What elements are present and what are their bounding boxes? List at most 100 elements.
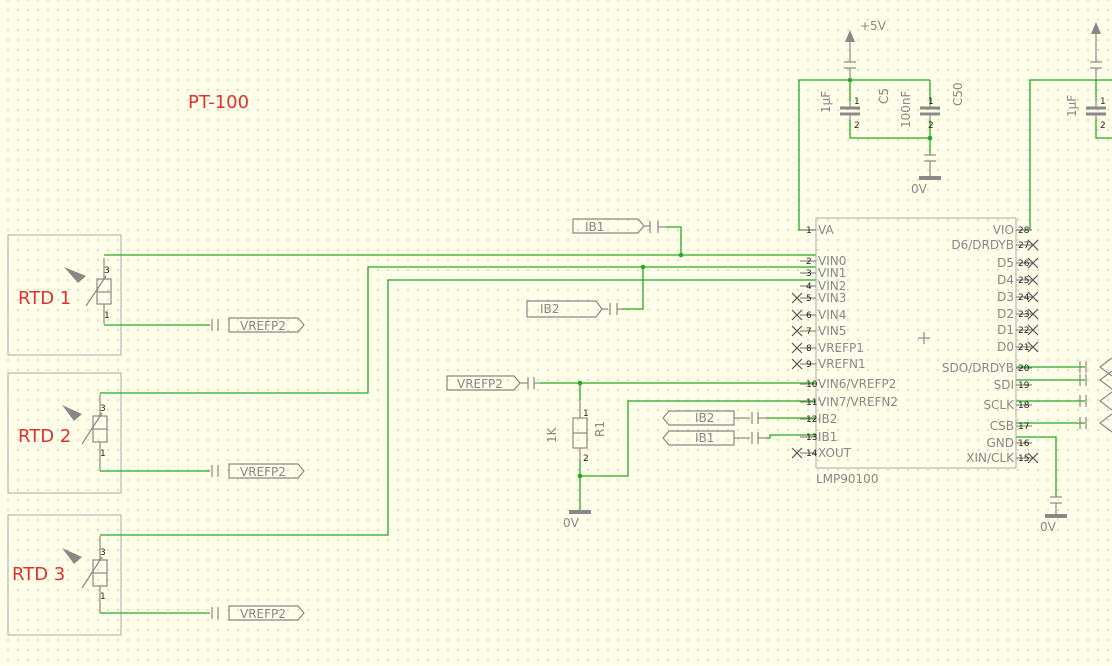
rtd-3[interactable]: RTD 3 3 1 — [7, 514, 122, 636]
ic-pin-name: VIN6/VREFP2 — [818, 377, 896, 391]
schematic-title: PT-100 — [188, 92, 249, 113]
ic-pin-name: VIN2 — [818, 279, 846, 293]
svg-text:2: 2 — [854, 121, 860, 131]
capacitor-c50[interactable]: 1 2 100nF C50 — [899, 82, 965, 131]
svg-text:0V: 0V — [911, 182, 928, 196]
ic-pin-right[interactable]: 16 GND — [986, 436, 1032, 450]
ic-pin-name: GND — [986, 436, 1014, 450]
svg-text:2: 2 — [583, 454, 589, 464]
rtd-2-label: RTD 2 — [18, 426, 71, 447]
no-connect-mark — [791, 309, 803, 321]
capacitor-c5[interactable]: 1 2 1µF C5 — [819, 88, 891, 131]
ib2-port-right[interactable]: IB2 — [662, 410, 766, 426]
svg-text:VREFP2: VREFP2 — [240, 607, 286, 621]
ic-pin-name: VIO — [993, 223, 1014, 237]
svg-text:C50: C50 — [951, 82, 965, 106]
ic-pin-number: 18 — [1018, 401, 1030, 411]
ic-pin-number: 28 — [1018, 226, 1030, 236]
svg-text:C5: C5 — [877, 88, 891, 104]
svg-text:1: 1 — [583, 409, 589, 419]
ib2-port-left[interactable]: IB2 — [526, 300, 622, 318]
svg-text:1: 1 — [100, 592, 106, 602]
no-connect-mark — [1027, 274, 1039, 286]
ground-resistor: 0V — [563, 510, 591, 530]
svg-text:1: 1 — [100, 449, 106, 459]
ic-pin-left[interactable]: 5 VIN3 — [791, 291, 846, 305]
svg-text:0V: 0V — [1040, 520, 1057, 534]
ic-pin-number: 6 — [806, 311, 812, 321]
capacitor-right[interactable]: 1 2 1µF — [1065, 95, 1106, 131]
ic-pin-name: VIN3 — [818, 291, 846, 305]
svg-text:3: 3 — [100, 548, 106, 558]
ic-pin-name: VA — [818, 223, 834, 237]
no-connect-mark — [1027, 324, 1039, 336]
vrefp2-port-main[interactable]: VREFP2 — [446, 375, 540, 391]
right-signal-connectors — [1079, 357, 1112, 433]
svg-text:0V: 0V — [563, 516, 580, 530]
no-connect-mark — [1027, 239, 1039, 251]
rtd-2[interactable]: RTD 2 3 1 — [7, 372, 122, 494]
rtd-1-label: RTD 1 — [18, 288, 71, 309]
ic-pin-number: 5 — [806, 294, 812, 304]
ic-pin-name: D1 — [997, 323, 1014, 337]
ic-pin-number: 12 — [806, 415, 817, 425]
vrefp2-port-2[interactable]: VREFP2 — [211, 463, 305, 479]
ground-caps: 0V — [911, 154, 941, 196]
ic-pin-number: 14 — [806, 449, 818, 459]
svg-text:1µF: 1µF — [1065, 95, 1079, 117]
ic-pin-name: D4 — [997, 273, 1014, 287]
svg-text:1: 1 — [928, 97, 934, 107]
resistor-r1[interactable]: 1 2 1K R1 — [545, 400, 607, 464]
vrefp2-port-3[interactable]: VREFP2 — [211, 605, 305, 621]
ic-pin-number: 15 — [1018, 454, 1029, 464]
no-connect-mark — [1027, 308, 1039, 320]
svg-text:R1: R1 — [593, 421, 607, 437]
rtd-3-label: RTD 3 — [12, 564, 65, 585]
ic-pin-name: D2 — [997, 307, 1014, 321]
ic-pin-name: XIN/CLK — [966, 451, 1015, 465]
svg-text:1K: 1K — [545, 426, 559, 443]
svg-text:VREFP2: VREFP2 — [240, 465, 286, 479]
ib1-port-top[interactable]: IB1 — [572, 218, 666, 234]
ic-pin-number: 24 — [1018, 293, 1030, 303]
ic-pin-right[interactable]: 28 VIO — [993, 223, 1032, 237]
svg-text:VREFP2: VREFP2 — [240, 319, 286, 333]
vrefp2-port-1[interactable]: VREFP2 — [211, 317, 305, 333]
ic-pin-number: 16 — [1018, 439, 1030, 449]
svg-text:100nF: 100nF — [899, 90, 913, 128]
ic-pin-name: VIN0 — [818, 254, 846, 268]
svg-text:+5V: +5V — [860, 19, 887, 33]
ic-pin-name: VIN7/VREFN2 — [818, 395, 898, 409]
ic-pin-name: XOUT — [818, 446, 852, 460]
svg-text:3: 3 — [100, 404, 106, 414]
ib1-port-right[interactable]: IB1 — [662, 430, 766, 446]
rtd-1[interactable]: RTD 1 3 1 — [7, 234, 122, 356]
ic-pin-number: 26 — [1018, 259, 1030, 269]
